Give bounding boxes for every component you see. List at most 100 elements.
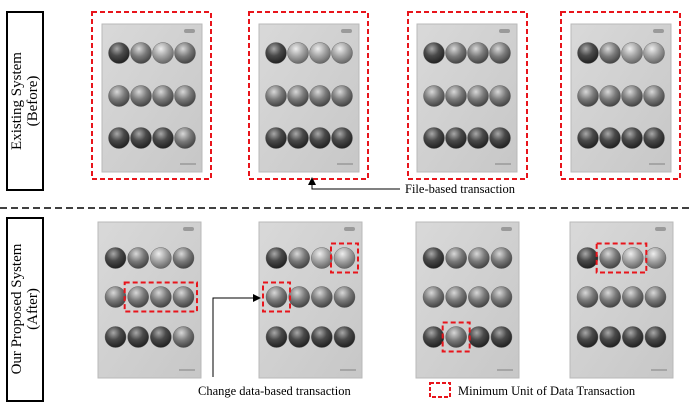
data-ball	[576, 247, 599, 269]
data-ball	[265, 42, 287, 64]
after-label-line2: (After)	[25, 288, 41, 330]
data-ball	[599, 85, 621, 107]
file-based-arrow	[308, 177, 400, 190]
data-ball	[445, 247, 467, 269]
change-highlight-2	[329, 242, 359, 274]
data-ball	[644, 286, 667, 308]
data-ball	[576, 326, 599, 348]
panel-footer-mark	[497, 369, 513, 371]
data-ball	[489, 42, 511, 64]
data-ball	[288, 286, 310, 308]
file-frame-1	[91, 11, 212, 180]
data-ball	[152, 127, 174, 149]
after-label-box	[6, 217, 44, 402]
data-ball	[331, 127, 353, 149]
panel-footer-mark	[180, 163, 196, 165]
data-ball	[150, 326, 172, 348]
panel-footer-mark	[495, 163, 511, 165]
change-highlight-5	[595, 242, 648, 274]
change-based-arrow	[212, 294, 261, 377]
change-based-label: Change data-based transaction	[198, 384, 351, 398]
panel-tab-icon	[501, 227, 512, 231]
before-label-line2: (Before)	[25, 76, 41, 127]
data-ball	[643, 85, 665, 107]
data-ball	[130, 127, 152, 149]
data-ball	[445, 127, 467, 149]
panel-tab-icon	[499, 29, 510, 33]
data-ball	[621, 42, 643, 64]
before-panels	[101, 23, 672, 173]
data-ball	[152, 42, 174, 64]
data-ball	[333, 247, 356, 269]
change-highlight-3	[262, 281, 292, 313]
panel-footer-mark	[651, 369, 667, 371]
data-ball	[108, 127, 130, 149]
change-highlight-4	[441, 321, 471, 353]
after-panel-1	[97, 221, 202, 379]
data-ball	[445, 286, 467, 308]
data-ball	[174, 42, 196, 64]
data-ball	[150, 286, 172, 308]
data-ball	[309, 42, 331, 64]
data-ball	[622, 247, 644, 269]
data-ball	[422, 286, 445, 308]
data-ball	[309, 127, 331, 149]
data-ball	[104, 286, 127, 308]
panel-tab-icon	[341, 29, 352, 33]
data-ball	[333, 326, 356, 348]
data-ball	[311, 326, 333, 348]
data-ball	[172, 286, 195, 308]
data-ball	[599, 42, 621, 64]
data-ball	[490, 247, 513, 269]
data-ball	[265, 127, 287, 149]
panel-footer-mark	[340, 369, 356, 371]
after-label-line1: Our Proposed System	[9, 243, 25, 374]
data-ball	[621, 85, 643, 107]
data-ball	[599, 326, 621, 348]
data-ball	[489, 127, 511, 149]
data-ball	[599, 286, 621, 308]
data-ball	[445, 85, 467, 107]
data-ball	[288, 247, 310, 269]
data-ball	[643, 42, 665, 64]
data-ball	[423, 85, 445, 107]
data-ball	[577, 42, 599, 64]
data-ball	[172, 326, 195, 348]
data-ball	[311, 247, 333, 269]
data-ball	[265, 326, 288, 348]
data-ball	[174, 85, 196, 107]
data-ball	[489, 85, 511, 107]
data-ball	[467, 127, 489, 149]
change-highlight-1	[123, 281, 198, 313]
data-ball	[599, 127, 621, 149]
data-ball	[287, 127, 309, 149]
data-ball	[467, 85, 489, 107]
data-ball	[468, 286, 490, 308]
panel-tab-icon	[344, 227, 355, 231]
data-ball	[333, 286, 356, 308]
data-ball	[127, 247, 149, 269]
data-ball	[423, 127, 445, 149]
data-ball	[287, 85, 309, 107]
data-ball	[467, 42, 489, 64]
file-frame-3	[407, 11, 528, 180]
data-ball	[422, 326, 445, 348]
data-ball	[287, 42, 309, 64]
legend: Minimum Unit of Data Transaction	[429, 382, 636, 398]
panel-tab-icon	[184, 29, 195, 33]
data-ball	[127, 286, 149, 308]
data-ball	[152, 85, 174, 107]
data-ball	[643, 127, 665, 149]
data-ball	[331, 42, 353, 64]
data-ball	[468, 247, 490, 269]
panel-tab-icon	[653, 29, 664, 33]
data-ball	[288, 326, 310, 348]
data-ball	[127, 326, 149, 348]
data-ball	[576, 286, 599, 308]
before-panel-1	[101, 23, 203, 173]
data-ball	[265, 247, 288, 269]
data-ball	[622, 286, 644, 308]
data-ball	[309, 85, 331, 107]
data-ball	[577, 127, 599, 149]
after-panel-4	[569, 221, 674, 379]
